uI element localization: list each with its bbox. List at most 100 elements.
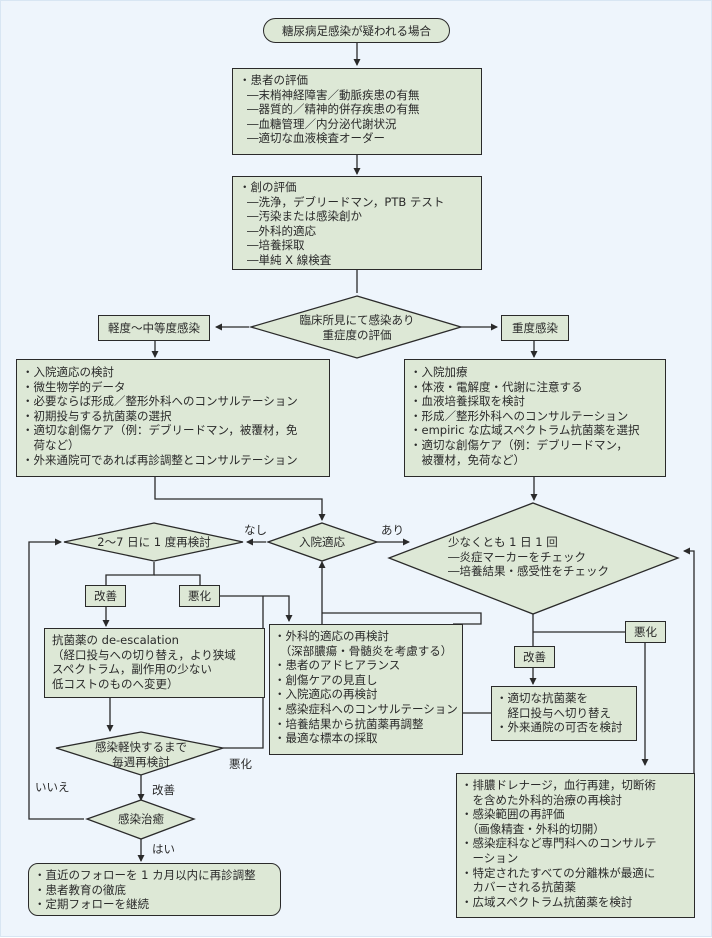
daily-check-diamond [387, 502, 680, 615]
recheck-improve-text: 改善 [94, 589, 117, 603]
severe-item: 被覆材，免荷など） [410, 452, 525, 467]
wound-eval-title: ・創の評価 [239, 180, 297, 194]
severe-worsen-item: ・感染症科など専門科へのコンサルテ [461, 836, 657, 851]
daily-check-text: 少なくとも 1 日 1 回 ―炎症マーカーをチェック ―培養結果・感受性をチェッ… [448, 535, 609, 579]
oral-switch-item: ・外来通院の可否を検討 [496, 720, 623, 735]
cure-no-label: いいえ [35, 780, 70, 794]
recheck-worsen-label: 悪化 [179, 585, 220, 607]
daily-check-line2: ―炎症マーカーをチェック [448, 549, 586, 564]
severe-label: 重度感染 [501, 315, 569, 341]
severe-label-text: 重度感染 [512, 321, 558, 335]
wound-eval-box: ・創の評価 ―洗浄，デブリードマン，PTB テスト ―汚染または感染創か ―外科… [232, 176, 482, 270]
weekly-worsen-label: 悪化 [229, 757, 252, 771]
mild-item: ・必要ならば形成／整形外科へのコンサルテーション [22, 394, 298, 409]
edge-deesc-line [322, 612, 482, 625]
reassess-item: ・最適な標本の採取 [274, 731, 378, 746]
oral-switch-item: 経口投与へ切り替え [496, 705, 611, 720]
patient-eval-item: ―適切な血液検査オーダー [247, 131, 385, 146]
patient-eval-title: ・患者の評価 [239, 73, 308, 87]
severe-item: ・適切な創傷ケア（例：デブリードマン， [410, 437, 628, 452]
edge-mild-admission [154, 477, 326, 521]
severe-item: ・体液・電解度・代謝に注意する [410, 379, 583, 394]
reassess-item: ・培養結果から抗菌薬再調整 [274, 716, 424, 731]
edge-cure-no [28, 538, 84, 820]
admission-no-label: なし [244, 523, 267, 537]
patient-eval-item: ―器質的／精神的併存疾患の有無 [247, 102, 420, 117]
mild-item: ・微生物学的データ [22, 379, 126, 394]
reassess-item: ・創傷ケアの見直し [274, 672, 378, 687]
mild-moderate-box: ・入院適応の検討 ・微生物学的データ ・必要ならば形成／整形外科へのコンサルテー… [16, 359, 330, 477]
cure-yes-label: はい [152, 842, 175, 856]
wound-eval-item: ―外科的適応 [247, 223, 316, 238]
oral-switch-item: ・適切な抗菌薬を [496, 691, 588, 705]
cure-decision-text: 感染治癒 [118, 812, 164, 826]
reassess-item: （深部膿瘍・骨髄炎を考慮する） [274, 643, 453, 658]
edge-recheck-split [105, 562, 155, 585]
admission-decision-text: 入院適応 [299, 535, 345, 549]
patient-eval-item: ―末梢神経障害／動脈疾患の有無 [247, 87, 420, 102]
severe-worsen-item: ーション [461, 850, 519, 865]
recheck-decision-text: 2～7 日に 1 度再検討 [97, 535, 211, 549]
reassess-item: ・患者のアドヒアランス [274, 658, 401, 673]
deescalation-box: 抗菌薬の de-escalation （経口投与への切り替え，より狭域 スペクト… [44, 628, 265, 698]
wound-eval-item: ―汚染または感染創か [247, 209, 362, 224]
admission-decision-diamond [266, 522, 379, 562]
followup-item: ・患者教育の徹底 [34, 882, 126, 897]
daily-check-line1: 少なくとも 1 日 1 回 [448, 535, 558, 549]
severe-worsen-item: ・排膿ドレナージ，血行再建，切断術 [461, 778, 656, 792]
wound-eval-item: ―培養採取 [247, 238, 305, 253]
deescalation-item: 抗菌薬の de-escalation [52, 633, 179, 647]
followup-item: ・定期フォローを継続 [34, 897, 149, 912]
reassess-box: ・外科的適応の再検討 （深部膿瘍・骨髄炎を考慮する） ・患者のアドヒアランス ・… [269, 624, 463, 755]
severe-worsen-item: ・広域スペクトラム抗菌薬を検討 [461, 894, 633, 909]
mild-item: 荷など） [22, 437, 80, 452]
deescalation-item: （経口投与への切り替え，より狭域 [52, 647, 236, 662]
recheck-decision-diamond [63, 522, 244, 562]
followup-box: ・直近のフォローを 1 カ月以内に再診調整 ・患者教育の徹底 ・定期フォローを継… [28, 863, 281, 916]
weekly-decision-text: 感染軽快するまで 毎週再検討 [83, 740, 199, 769]
recheck-improve-label: 改善 [85, 585, 126, 607]
patient-eval-item: ―血糖管理／内分泌代謝状況 [247, 116, 397, 131]
patient-eval-box: ・患者の評価 ―末梢神経障害／動脈疾患の有無 ―器質的／精神的併存疾患の有無 ―… [232, 68, 482, 155]
edge-worsen-reassess [220, 595, 293, 622]
reassess-item: ・感染症科へのコンサルテーション [274, 701, 458, 716]
edge-recheck-worsen [154, 574, 201, 585]
cure-decision-diamond [85, 799, 196, 840]
deescalation-item: スペクトラム，副作用の少ない [52, 662, 212, 677]
severe-worsen-item: ・感染範囲の再評価 [461, 807, 565, 822]
recheck-worsen-text: 悪化 [188, 589, 211, 603]
daily-worsen-label: 悪化 [625, 621, 666, 643]
mild-item: ・入院適応の検討 [22, 365, 114, 379]
weekly-decision-line2: 毎週再検討 [112, 754, 170, 769]
followup-item: ・直近のフォローを 1 カ月以内に再診調整 [34, 868, 256, 882]
reassess-item: ・入院適応の再検討 [274, 687, 378, 702]
severity-decision-line1: 臨床所見にて感染あり [299, 313, 415, 327]
severity-decision-diamond [248, 295, 464, 359]
mild-item: ・初期投与する抗菌薬の選択 [22, 408, 172, 423]
severe-item: ・入院加療 [410, 365, 468, 379]
daily-worsen-text: 悪化 [634, 625, 657, 639]
daily-improve-text: 改善 [523, 650, 546, 664]
weekly-decision-diamond [55, 731, 226, 776]
severe-worsen-item: カバーされる抗菌薬 [461, 880, 576, 895]
start-label: 糖尿病足感染が疑われる場合 [282, 23, 431, 38]
severity-decision-text: 臨床所見にて感染あり 重症度の評価 [281, 313, 433, 342]
start-node: 糖尿病足感染が疑われる場合 [263, 18, 450, 43]
daily-improve-label: 改善 [514, 646, 555, 668]
severe-item: ・empiric な広域スペクトラム抗菌薬を選択 [410, 423, 640, 438]
mild-item: ・外来通院可であれば再診調整とコンサルテーション [22, 452, 298, 467]
severe-item: ・形成／整形外科へのコンサルテーション [410, 408, 629, 423]
severe-item: ・血液培養採取を検討 [410, 394, 525, 409]
mild-item: ・適切な創傷ケア（例：デブリードマン，被覆材，免 [22, 423, 298, 438]
severe-box: ・入院加療 ・体液・電解度・代謝に注意する ・血液培養採取を検討 ・形成／整形外… [404, 359, 666, 477]
severity-decision-line2: 重症度の評価 [322, 327, 392, 342]
severe-worsen-box: ・排膿ドレナージ，血行再建，切断術 を含めた外科的治療の再検討 ・感染範囲の再評… [456, 773, 695, 918]
daily-check-line3: ―培養結果・感受性をチェック [448, 564, 609, 579]
severe-worsen-item: ・特定されたすべての分離株が最適に [461, 865, 656, 880]
severe-worsen-item: を含めた外科的治療の再検討 [461, 792, 622, 807]
mild-moderate-label: 軽度～中等度感染 [98, 315, 210, 341]
wound-eval-item: ―単純 X 線検査 [247, 252, 332, 267]
severe-worsen-item: （画像精査・外科的切開） [461, 821, 605, 836]
